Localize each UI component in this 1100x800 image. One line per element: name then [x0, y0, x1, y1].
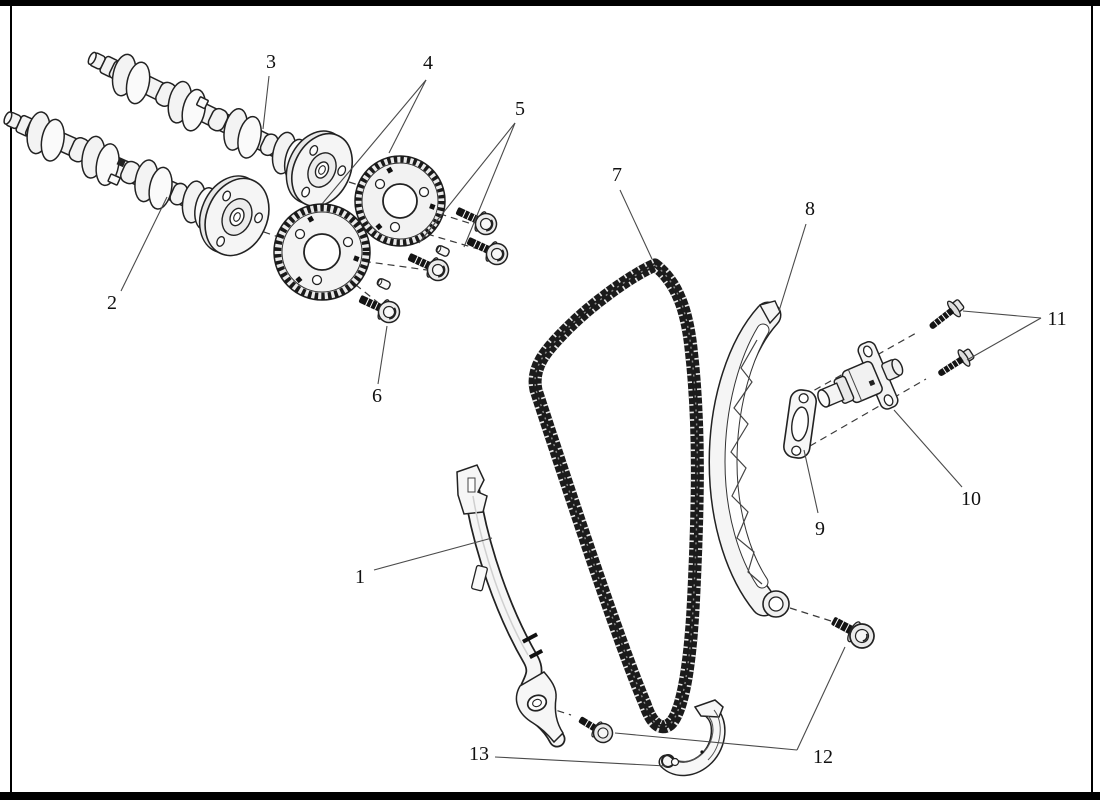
callout-label-7: 7: [612, 164, 622, 186]
callout-label-4: 4: [423, 52, 433, 74]
cam-sprocket-upper: [354, 155, 446, 247]
chain-tensioner: [817, 341, 904, 410]
sprocket-bolt: [455, 207, 498, 236]
callout-label-10: 10: [961, 488, 981, 510]
lower-chain-guide: [658, 699, 726, 777]
leader-lines: [120, 75, 1042, 767]
callout-label-2: 2: [107, 292, 117, 314]
timing-chain: [528, 257, 704, 734]
fixed-chain-guide: [708, 300, 790, 618]
guide-pivot-bolt: [831, 617, 875, 649]
sprocket-bolt: [407, 253, 450, 282]
callout-label-12: 12: [813, 746, 833, 768]
camshaft-lower: [3, 111, 226, 231]
callout-label-13: 13: [469, 743, 489, 765]
callout-label-9: 9: [815, 518, 825, 540]
callout-label-11: 11: [1047, 308, 1066, 330]
tensioner-bolt: [938, 348, 975, 376]
tensioner-gasket: [783, 389, 817, 459]
camshaft-upper: [87, 51, 322, 182]
dowel-pin: [435, 245, 450, 257]
sprocket-bolt: [466, 237, 509, 266]
chain-guide-rail: [456, 464, 566, 748]
camshaft-upper-flange: [285, 130, 353, 208]
cam-sprocket-lower: [273, 203, 371, 301]
sprocket-bolt-6: [358, 295, 401, 324]
callout-labels: 1 2 3 4 5 6 7 8 9 10 11 12 13: [107, 51, 1067, 768]
dowel-pin: [376, 278, 391, 290]
tensioner-bolt: [929, 299, 965, 329]
callout-label-8: 8: [805, 198, 815, 220]
callout-label-3: 3: [266, 51, 276, 73]
callout-label-5: 5: [515, 98, 525, 120]
guide-pivot-bolt-small: [578, 716, 614, 744]
callout-label-1: 1: [355, 566, 365, 588]
callout-label-6: 6: [372, 385, 382, 407]
camshaft-lower-flange: [198, 175, 270, 257]
